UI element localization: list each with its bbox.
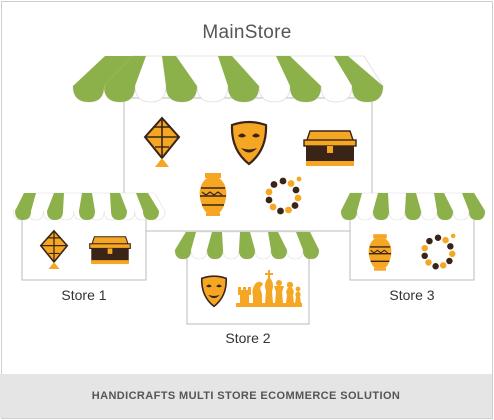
store-1-label: Store 1	[61, 287, 107, 303]
store-1-awning	[12, 192, 166, 221]
store-2-label: Store 2	[225, 330, 271, 346]
treasure-chest-icon	[89, 236, 131, 265]
store-3-label: Store 3	[389, 287, 435, 303]
store-2	[174, 231, 320, 325]
store-3-box	[349, 211, 475, 281]
main-store-awning	[72, 55, 384, 103]
main-store	[72, 55, 384, 232]
store-1	[12, 192, 166, 281]
store-3	[340, 192, 486, 281]
footer-banner: HANDICRAFTS MULTI STORE ECOMMERCE SOLUTI…	[0, 374, 492, 418]
store-3-awning	[340, 192, 486, 221]
treasure-chest-icon	[303, 130, 357, 167]
footer-text: HANDICRAFTS MULTI STORE ECOMMERCE SOLUTI…	[91, 390, 401, 402]
main-store-title: MainStore	[202, 22, 292, 43]
store-2-awning	[174, 231, 320, 260]
